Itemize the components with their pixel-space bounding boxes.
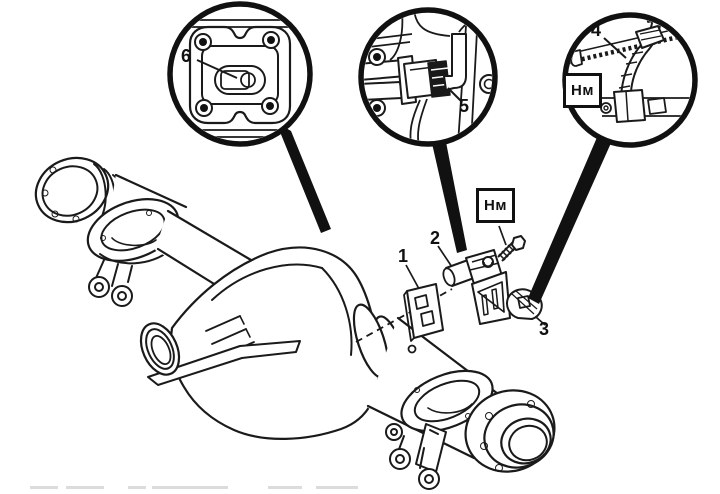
pointer-right-detail — [528, 135, 611, 304]
part1-bracket-plate — [403, 283, 444, 342]
parts-cluster — [403, 235, 543, 342]
parking-brake-cable — [569, 29, 692, 65]
label-part-3: 3 — [539, 319, 550, 339]
detail-circle-right — [562, 12, 698, 148]
label-part-1: 1 — [398, 246, 409, 266]
pointer-left-detail — [276, 122, 331, 233]
detail-circle-middle — [358, 7, 498, 147]
leader-part6 — [196, 59, 238, 79]
leader-part5 — [447, 87, 463, 103]
cover-slot — [214, 65, 266, 95]
right-hub-flange — [464, 389, 556, 473]
leader-part4 — [603, 37, 627, 59]
label-part-2: 2 — [430, 228, 441, 248]
wire-sleeve — [443, 33, 467, 91]
cover-bolts — [194, 31, 280, 117]
part2-sensor-bracket — [442, 249, 511, 325]
label-part-5: 5 — [459, 96, 470, 116]
label-part-4: 4 — [591, 20, 602, 40]
differential-housing — [139, 246, 407, 440]
detail-circle-left — [167, 1, 313, 147]
vent-stud — [407, 344, 417, 354]
leader-torque-main — [498, 225, 507, 246]
hose-fitting-hex — [635, 25, 665, 49]
callout-pointers — [276, 122, 611, 304]
torque-badge-main: Нм — [476, 188, 515, 223]
mounting-dashed-leader — [355, 288, 453, 343]
right-suspension-brackets — [385, 423, 447, 490]
carrier-flange-fin — [147, 340, 301, 386]
main-axle-assembly — [34, 156, 556, 490]
page-edge-artifacts — [0, 484, 720, 494]
lock-washer — [482, 256, 494, 268]
pointer-middle-detail — [431, 139, 467, 253]
torque-badge-detail: Нм — [563, 73, 602, 108]
mounting-bolt — [497, 235, 526, 262]
label-part-6: 6 — [181, 46, 192, 66]
left-suspension-brackets — [88, 259, 133, 307]
